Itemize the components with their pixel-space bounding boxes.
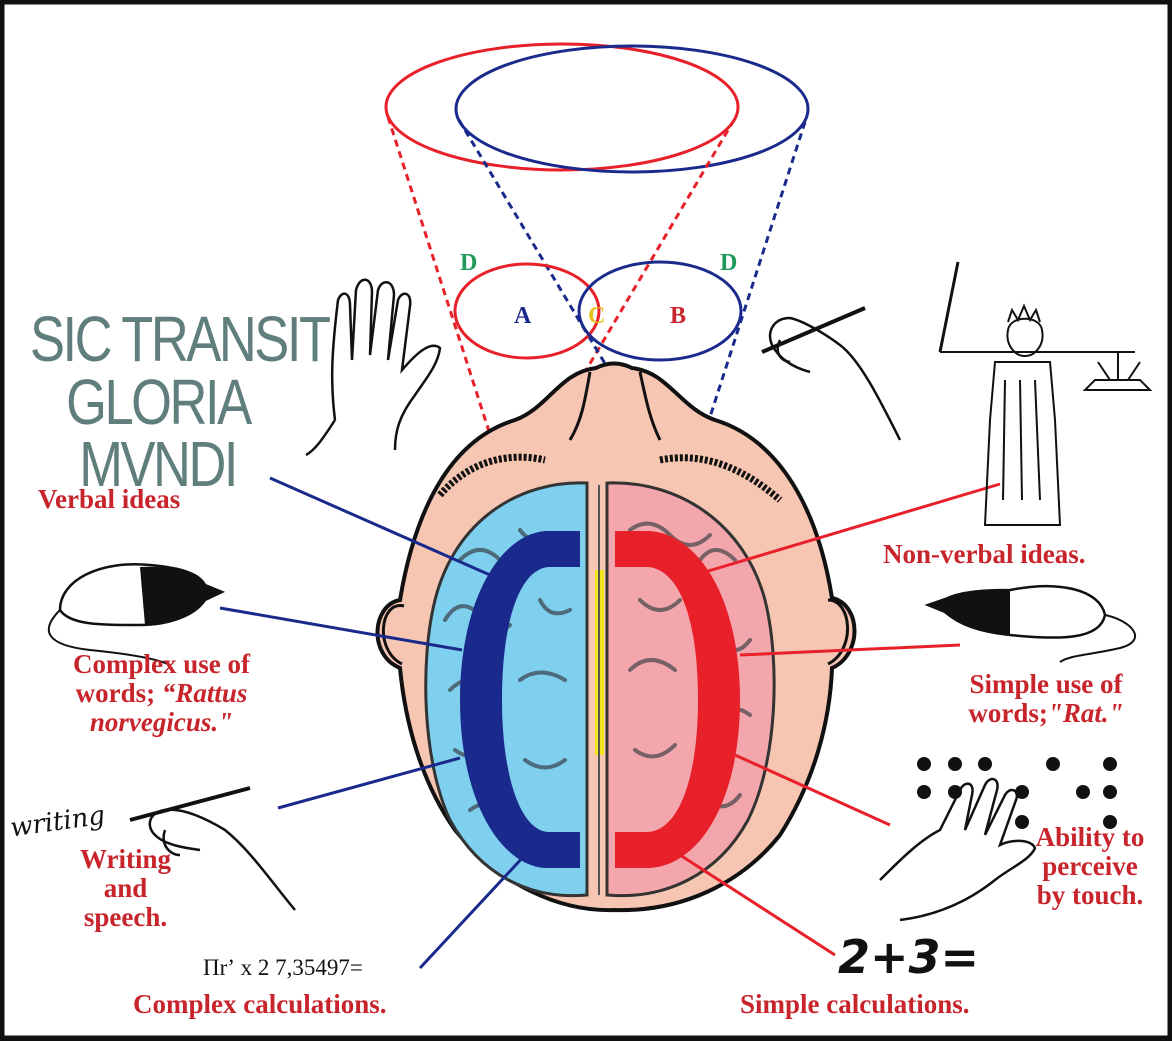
label-simple-calculations: Simple calculations. — [740, 990, 970, 1019]
simple-sum: 2+3= — [838, 930, 979, 984]
label-complex-use-of-words: Complex use of words; “Rattus norvegicus… — [34, 650, 289, 737]
rat-right-drawing — [928, 586, 1135, 662]
complex-words-text: words; — [76, 678, 162, 708]
writing-line-3: speech. — [48, 903, 203, 932]
complex-formula: Πrʼ x 2 7,35497= — [203, 955, 363, 981]
label-complex-calculations: Complex calculations. — [133, 990, 387, 1019]
region-letter-c: C — [588, 303, 605, 330]
region-letter-b: B — [670, 303, 686, 330]
simple-words-line-1: Simple use of — [928, 670, 1164, 699]
writing-line-1: Writing — [48, 845, 203, 874]
title-line-1: SIC TRANSIT — [30, 308, 329, 371]
pointer-complex-calc — [420, 855, 525, 968]
complex-words-norvegicus: norvegicus." — [90, 707, 233, 737]
complex-words-line-3: norvegicus." — [34, 708, 289, 737]
touch-line-2: perceive — [1010, 852, 1170, 881]
writing-hand-top-drawing — [762, 308, 900, 440]
label-verbal-ideas: Verbal ideas — [38, 485, 180, 514]
touch-line-3: by touch. — [1010, 881, 1170, 910]
simple-words-rat: "Rat." — [1048, 698, 1124, 728]
writing-line-2: and — [48, 874, 203, 903]
brain — [426, 483, 774, 896]
title-line-2: GLORIA — [30, 371, 329, 434]
pointer-simple-calc — [680, 855, 835, 955]
top-ellipse-red — [386, 44, 738, 170]
label-writing-and-speech: Writing and speech. — [48, 845, 203, 932]
top-ellipse-blue — [456, 46, 808, 172]
label-ability-to-perceive-by-touch: Ability to perceive by touch. — [1010, 823, 1170, 910]
cone-red-left — [388, 117, 495, 450]
simple-words-text: words; — [968, 698, 1048, 728]
label-simple-use-of-words: Simple use of words;"Rat." — [928, 670, 1164, 728]
simple-words-line-2: words;"Rat." — [928, 699, 1164, 728]
touch-line-1: Ability to — [1010, 823, 1170, 852]
complex-words-line-1: Complex use of — [34, 650, 289, 679]
label-non-verbal-ideas: Non-verbal ideas. — [883, 540, 1086, 569]
title: SIC TRANSIT GLORIA MVNDI — [30, 308, 329, 496]
region-letter-d-left: D — [460, 250, 477, 277]
cone-blue-right — [700, 122, 805, 448]
complex-words-rattus: “Rattus — [162, 678, 248, 708]
justice-statue-drawing — [940, 262, 1150, 525]
region-letter-a: A — [514, 303, 531, 330]
region-letter-d-right: D — [720, 250, 737, 277]
complex-words-line-2: words; “Rattus — [34, 679, 289, 708]
